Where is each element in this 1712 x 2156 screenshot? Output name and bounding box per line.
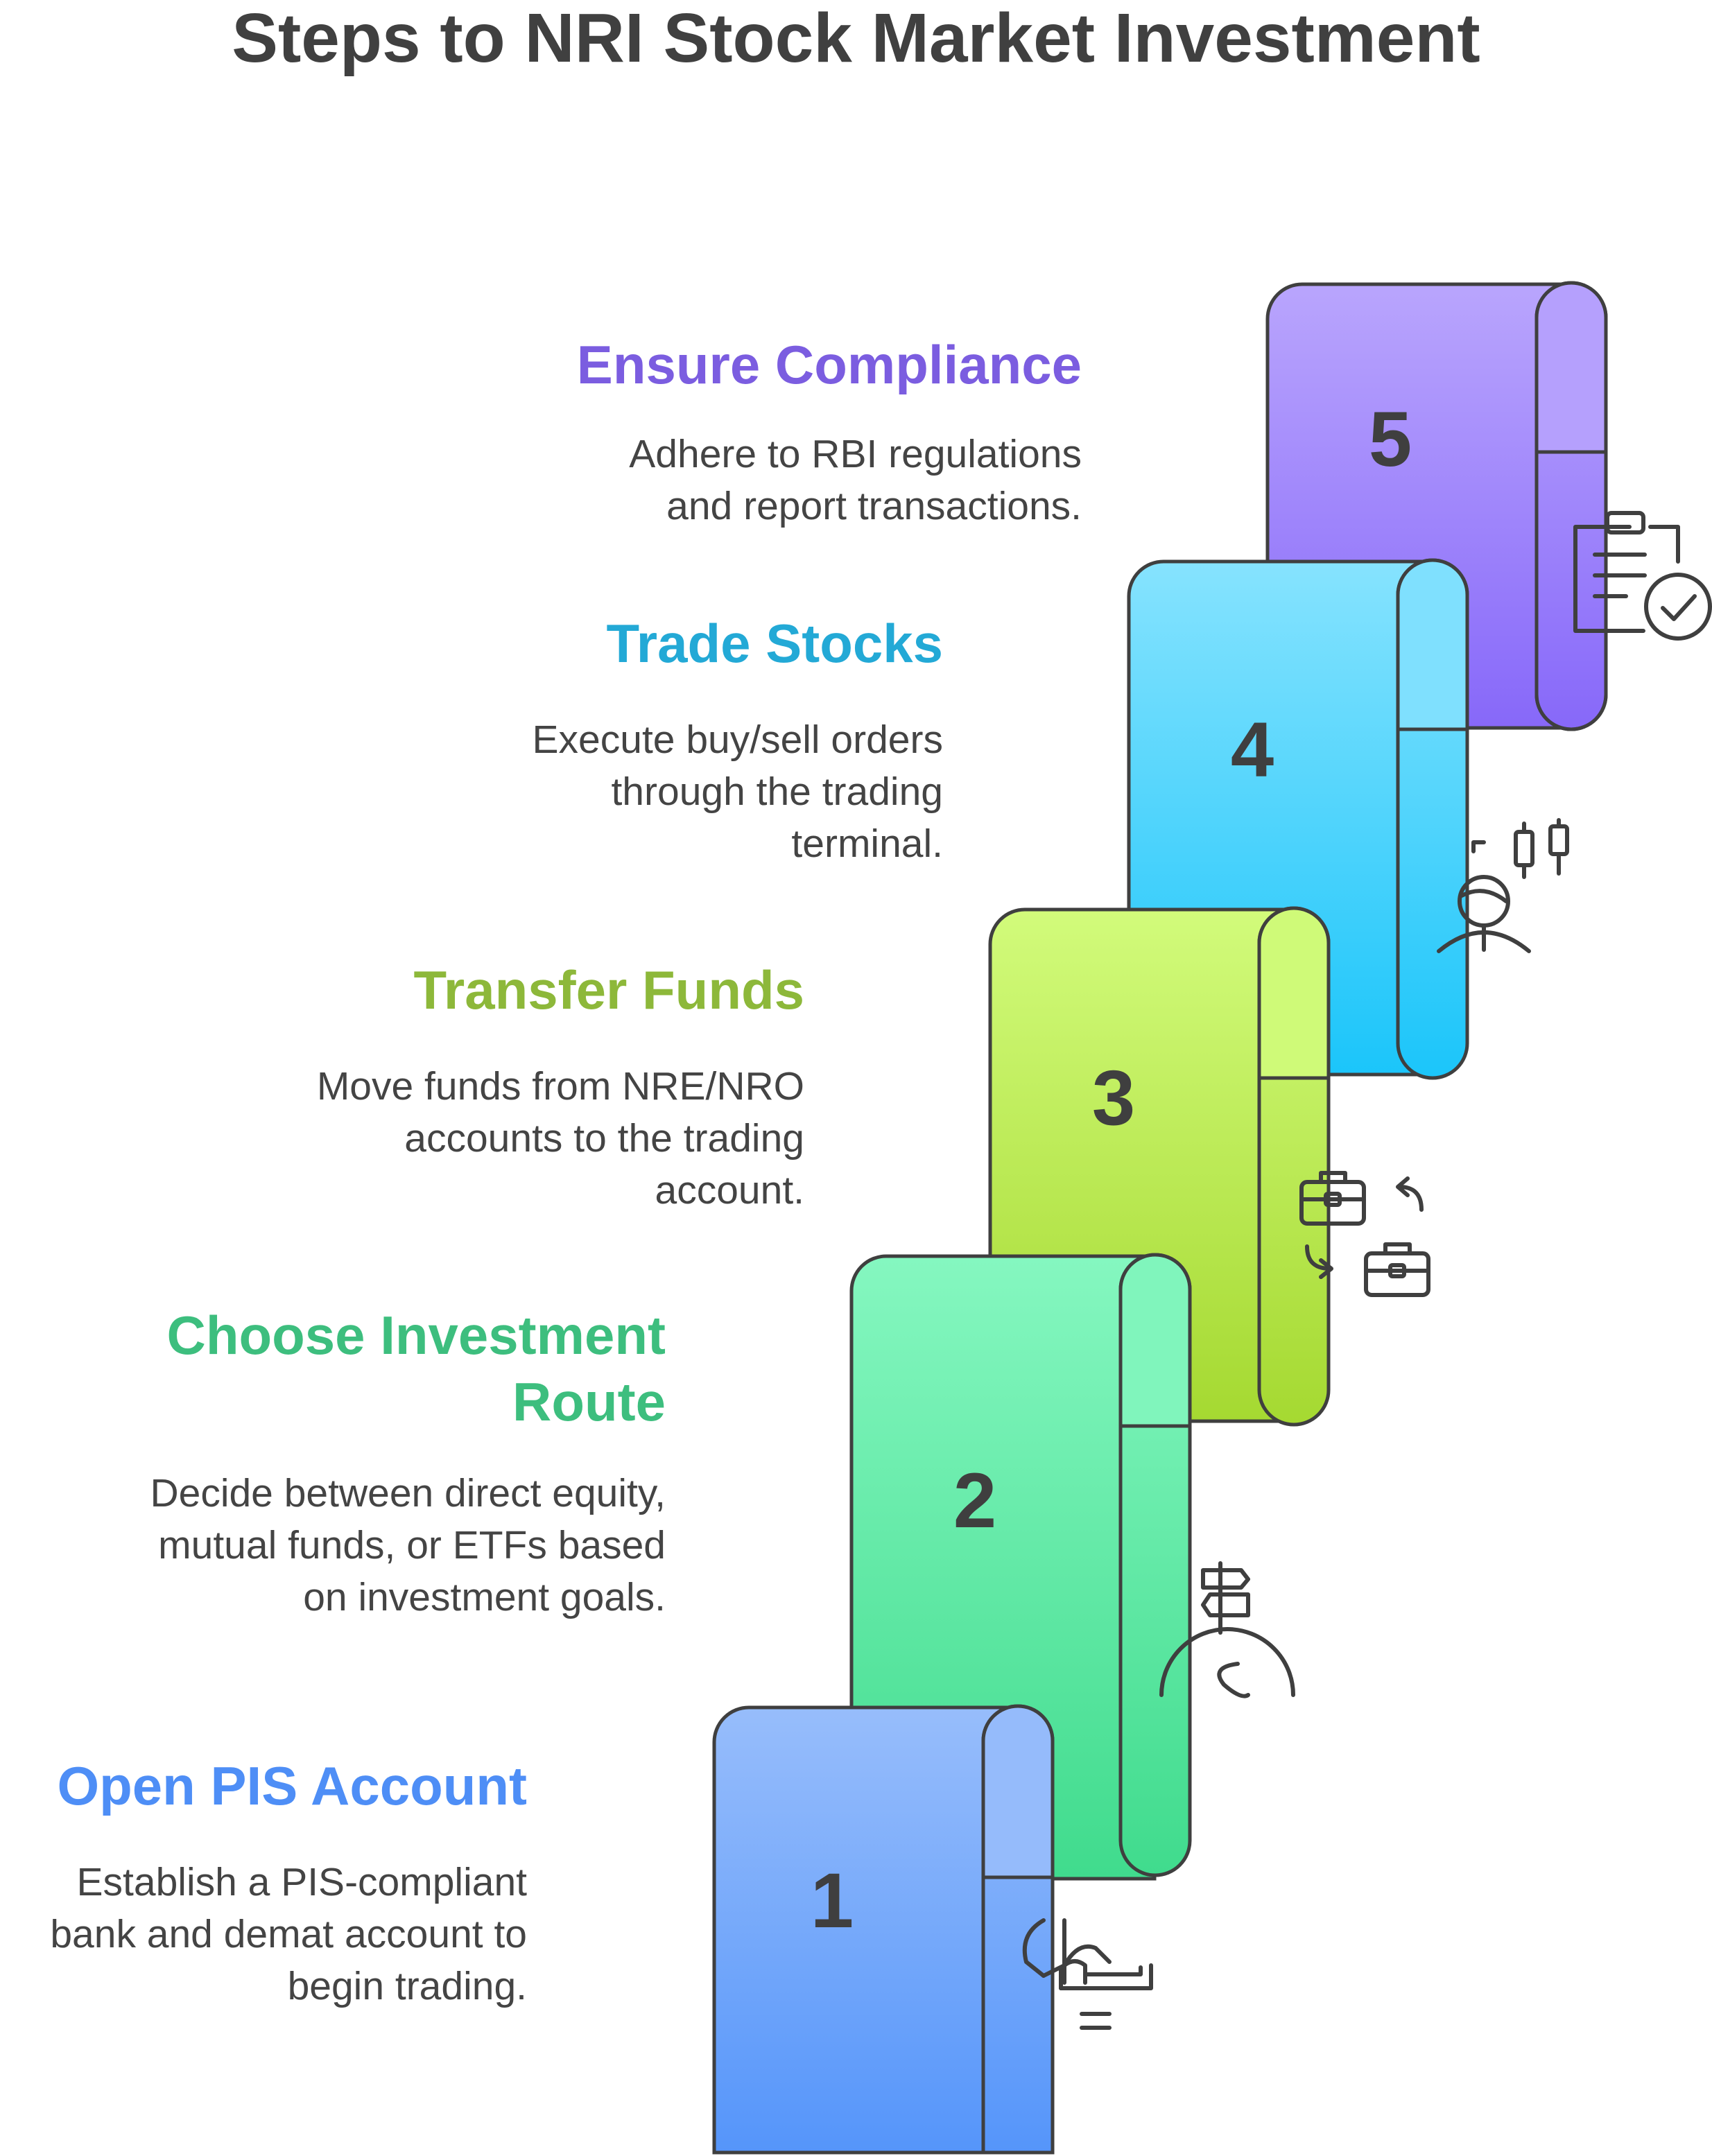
step-1-description: Establish a PIS-compliant bank and demat…	[50, 1860, 527, 2008]
step-1-title: Open PIS Account	[57, 1755, 527, 1816]
step-5-description: Adhere to RBI regulations and report tra…	[629, 432, 1082, 528]
compliance-clipboard-icon	[1573, 511, 1712, 641]
step-2-number: 2	[953, 1457, 996, 1544]
step-1-number: 1	[811, 1857, 854, 1944]
step-3-description: Move funds from NRE/NRO accounts to the …	[316, 1064, 804, 1212]
step-5-number: 5	[1369, 396, 1412, 483]
step-1-ribbon	[712, 1704, 1055, 2155]
step-4-description: Execute buy/sell orders through the trad…	[532, 718, 943, 866]
route-signpost-icon	[1159, 1561, 1295, 1698]
step-2-description: Decide between direct equity, mutual fun…	[150, 1471, 666, 1619]
step-5-title: Ensure Compliance	[576, 334, 1082, 395]
stock-trader-icon	[1437, 818, 1569, 953]
fund-transfer-icon	[1299, 1171, 1430, 1297]
step-3-number: 3	[1092, 1054, 1135, 1141]
step-2-title: Choose Investment Route	[166, 1305, 666, 1432]
step-4-title: Trade Stocks	[606, 613, 943, 674]
step-3-title: Transfer Funds	[413, 959, 804, 1020]
step-4-number: 4	[1231, 706, 1274, 793]
bank-account-icon	[1022, 1918, 1153, 2030]
page-title: Steps to NRI Stock Market Investment	[232, 0, 1480, 77]
